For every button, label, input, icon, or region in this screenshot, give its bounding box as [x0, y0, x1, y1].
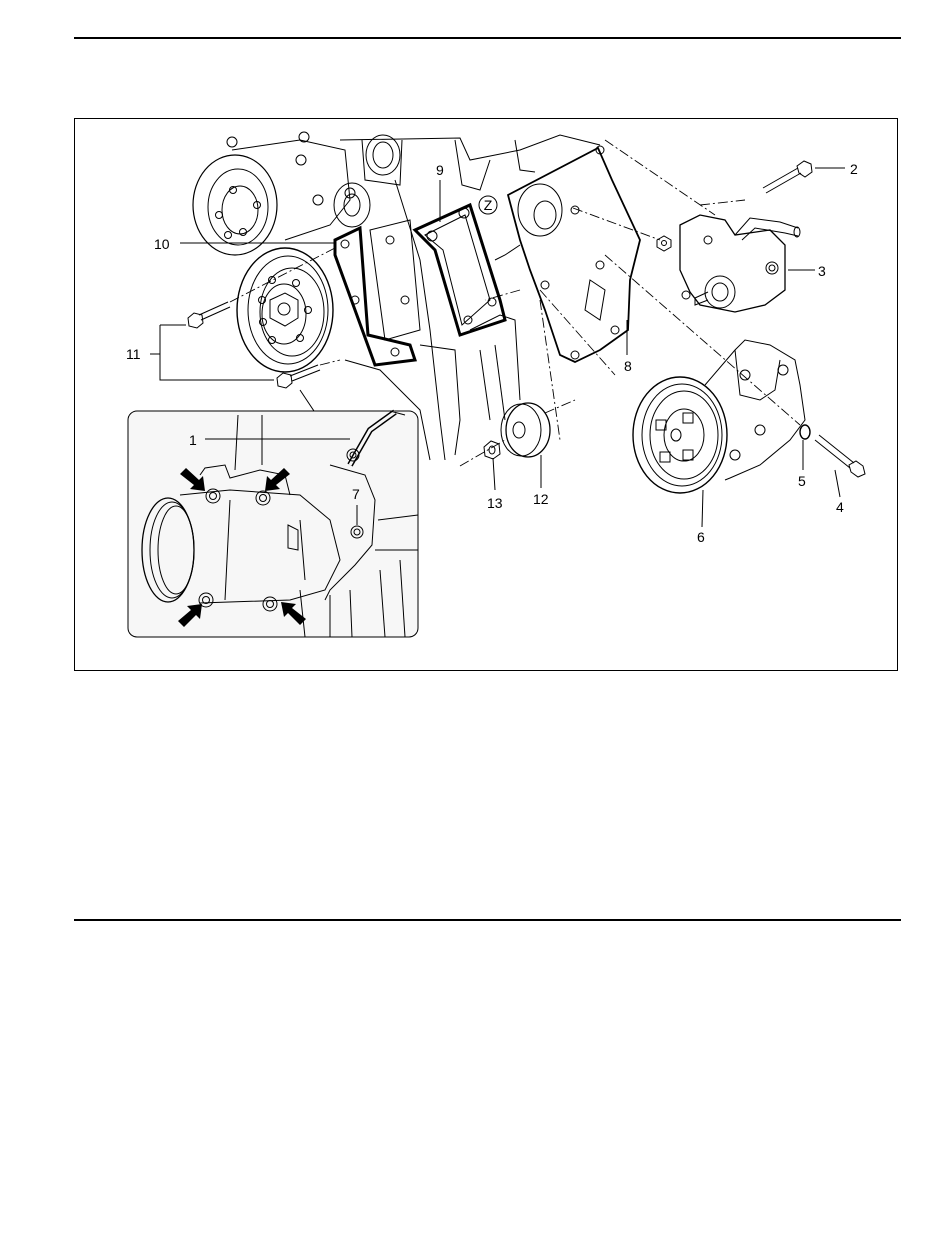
callout-2: 2 — [850, 161, 858, 177]
inset-detail-view — [128, 411, 418, 637]
power-steering-pump-3 — [657, 215, 800, 312]
callout-5: 5 — [798, 473, 806, 489]
ac-compressor-6 — [633, 340, 805, 493]
bolts-11 — [188, 302, 320, 388]
callout-10: 10 — [154, 236, 170, 252]
bolt-2 — [763, 161, 812, 193]
callout-1: 1 — [189, 432, 197, 448]
callout-8: 8 — [624, 358, 632, 374]
bracket-8 — [495, 146, 640, 362]
nut-13 — [484, 441, 500, 459]
footer-rule — [74, 919, 901, 921]
gasket-9 — [370, 205, 505, 340]
thermostat-housing — [334, 135, 402, 227]
z-marker: Z — [479, 196, 497, 214]
water-pump-pulley — [193, 132, 355, 255]
o-ring-5 — [800, 425, 810, 439]
callout-7: 7 — [352, 486, 360, 502]
callout-4: 4 — [836, 499, 844, 515]
crankshaft-pulley — [237, 248, 333, 372]
bolt-4 — [815, 435, 865, 477]
callout-13: 13 — [487, 495, 503, 511]
callout-6: 6 — [697, 529, 705, 545]
z-marker-label: Z — [484, 197, 493, 213]
callout-3: 3 — [818, 263, 826, 279]
callout-11: 11 — [126, 346, 141, 362]
pulley-12 — [501, 403, 550, 457]
callout-9: 9 — [436, 162, 444, 178]
callout-12: 12 — [533, 491, 549, 507]
